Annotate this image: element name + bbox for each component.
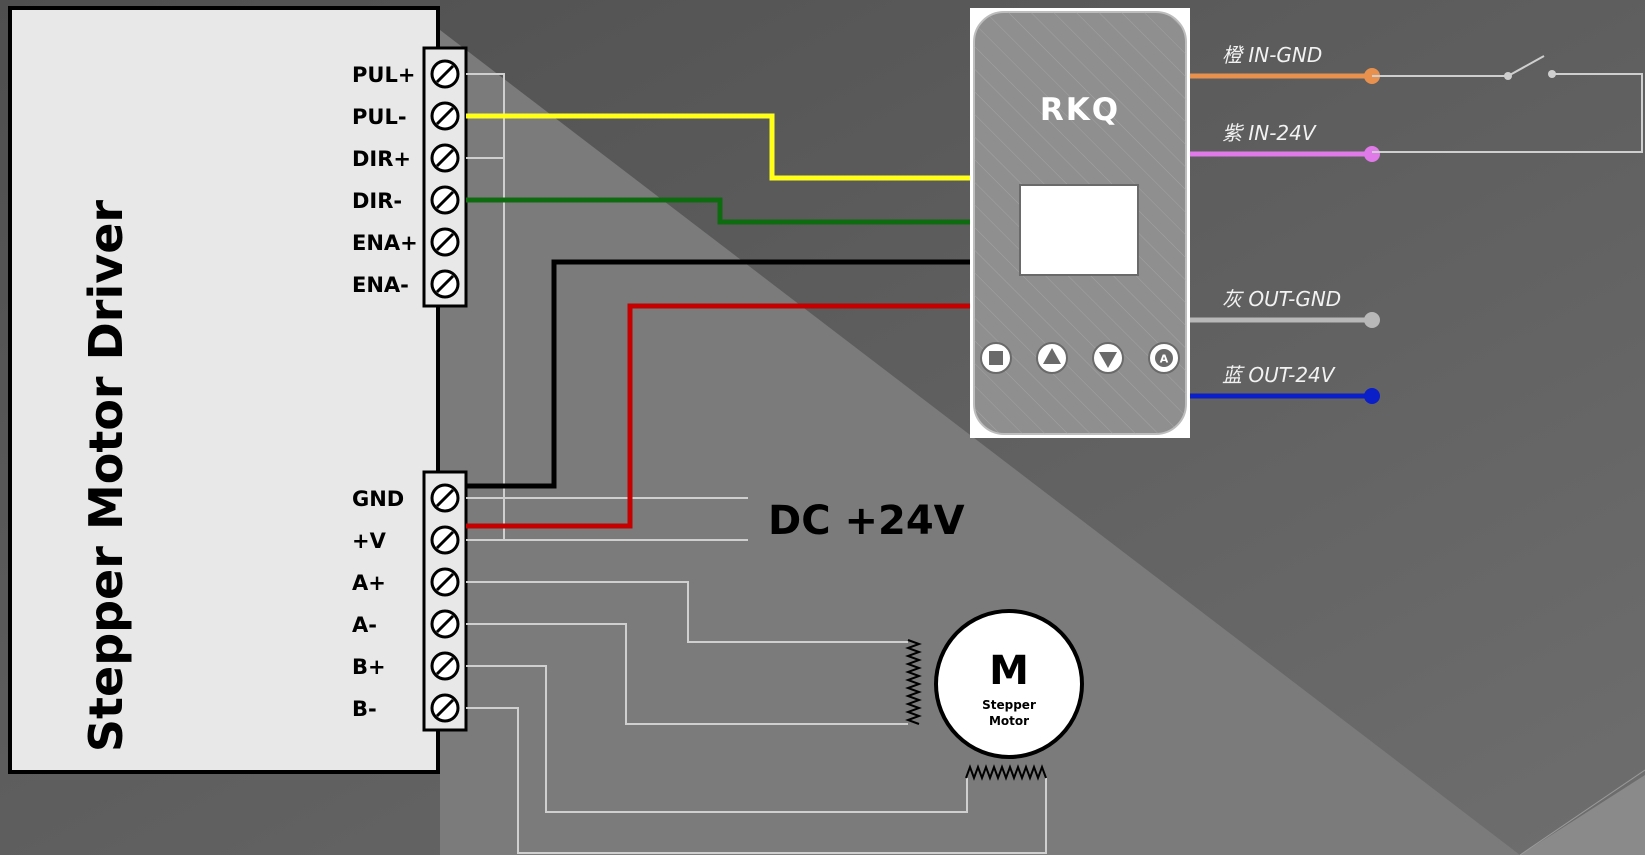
wire-end-in-24v: [1364, 146, 1380, 162]
screw-slot: [435, 698, 455, 718]
driver-title: Stepper Motor Driver: [79, 200, 133, 753]
auto-icon-glyph: A: [1160, 353, 1169, 366]
stop-button[interactable]: [980, 342, 1012, 374]
background-corner-facet: [1520, 775, 1645, 855]
screw-slot: [435, 232, 455, 252]
wire-label-in-gnd: 橙 IN-GND: [1222, 43, 1322, 67]
terminal-label-ena-minus: ENA-: [352, 273, 409, 297]
screw-slot: [435, 274, 455, 294]
terminal-label-dir-minus: DIR-: [352, 189, 402, 213]
terminal-label-b-plus: B+: [352, 655, 386, 679]
screw-slot: [435, 614, 455, 634]
screw-slot: [435, 530, 455, 550]
screw-slot: [435, 64, 455, 84]
motor-wire-a-plus: [466, 581, 908, 643]
pul-minus-wire: [466, 113, 976, 181]
input-switch-circuit: [1372, 55, 1643, 153]
up-arrow-icon: [1043, 348, 1061, 364]
wire-label-out-gnd: 灰 OUT-GND: [1222, 287, 1341, 311]
vplus-wire: [466, 303, 976, 529]
motor-wire-b-plus: [466, 665, 968, 813]
terminal-label-dir-plus: DIR+: [352, 147, 411, 171]
up-button[interactable]: [1036, 342, 1068, 374]
dir-minus-wire: [466, 197, 976, 225]
motor-wire-a-minus: [466, 623, 908, 725]
screw-slot: [435, 656, 455, 676]
terminal-label-pul-plus: PUL+: [352, 63, 415, 87]
down-button[interactable]: [1092, 342, 1124, 374]
screw-slot: [435, 488, 455, 508]
switch-lead-right: [1372, 73, 1643, 153]
terminal-label--plusv: +V: [352, 529, 387, 553]
grey-wiring: [466, 73, 1047, 854]
switch-lever: [1507, 55, 1545, 77]
terminal-label-gnd: GND: [352, 487, 404, 511]
wire-end-out-gnd: [1364, 312, 1380, 328]
wire-label-in-24v: 紫 IN-24V: [1222, 121, 1317, 145]
gnd-wire: [466, 259, 976, 489]
background-lighter-triangle: [440, 30, 1520, 855]
wire-end-out-24v: [1364, 388, 1380, 404]
motor-coil-b: [965, 764, 1047, 781]
screw-slot: [435, 190, 455, 210]
down-arrow-icon: [1099, 352, 1117, 368]
terminal-label-pul-minus: PUL-: [352, 105, 407, 129]
terminal-label-b-minus: B-: [352, 697, 377, 721]
terminal-label-a-minus: A-: [352, 613, 377, 637]
auto-button[interactable]: A: [1148, 342, 1180, 374]
terminal-label-ena-plus: ENA+: [352, 231, 418, 255]
screw-slot: [435, 148, 455, 168]
driver-box: [8, 6, 440, 774]
motor-letter: M: [989, 648, 1029, 694]
signal-terminal-block: [422, 46, 468, 308]
motor-wire-b-minus: [466, 707, 1047, 854]
motor-label-line1: Stepper: [982, 698, 1036, 712]
screw-slot: [435, 572, 455, 592]
controller-display: [1019, 184, 1139, 276]
switch-contact-left: [1504, 72, 1512, 80]
auto-icon: [1155, 349, 1173, 367]
common-wire-pul-plus: [466, 73, 505, 540]
motor-label-line2: Motor: [989, 714, 1029, 728]
stop-icon: [989, 351, 1003, 365]
screw-slot: [435, 106, 455, 126]
motor-coil-a: [905, 639, 922, 725]
terminal-label-a-plus: A+: [352, 571, 386, 595]
controller-logo: RKQ: [1040, 92, 1120, 128]
switch-contact-right: [1548, 70, 1556, 78]
power-terminal-block: [422, 470, 468, 732]
dc-voltage-label: DC +24V: [768, 498, 965, 544]
background-facet-line: [1519, 769, 1645, 855]
stepper-motor: [934, 609, 1084, 759]
wire-label-out-24v: 蓝 OUT-24V: [1222, 363, 1336, 387]
